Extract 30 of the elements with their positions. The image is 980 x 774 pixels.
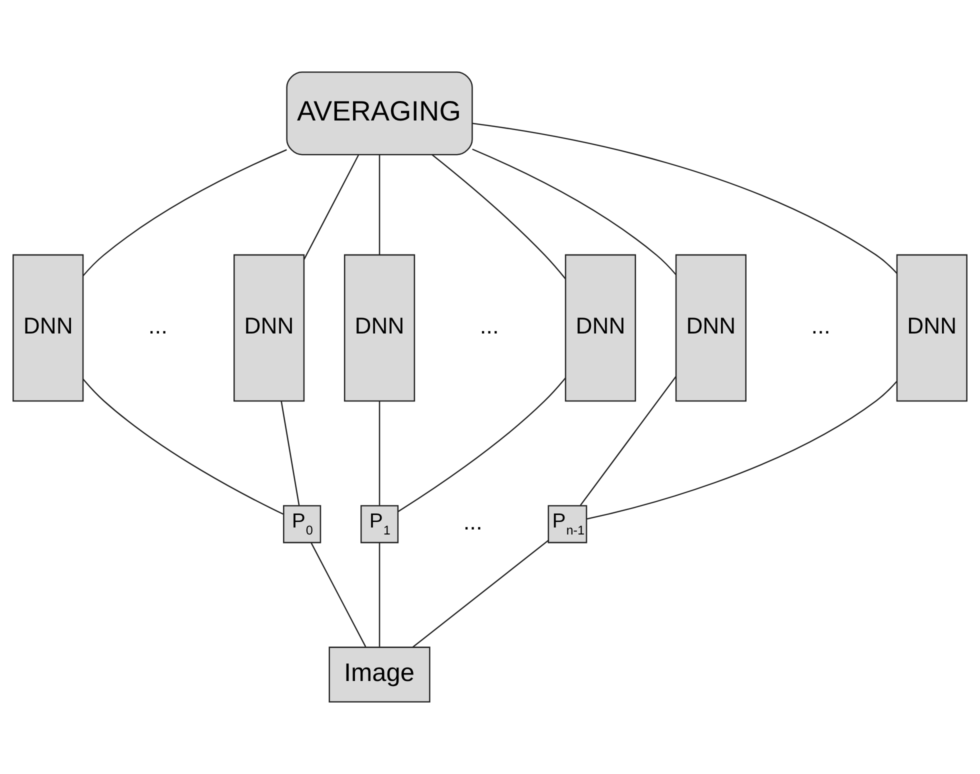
connector	[304, 154, 360, 260]
connector	[580, 376, 676, 506]
label: ...	[480, 312, 499, 339]
node-box: DNN	[234, 254, 305, 402]
connector	[432, 154, 566, 280]
connector	[280, 401, 300, 506]
connector	[472, 122, 898, 274]
node-box: P$_{1}$	[360, 505, 399, 544]
connector	[378, 542, 380, 647]
node-box: DNN	[12, 254, 84, 402]
node-box: P$_{0}$	[283, 505, 322, 544]
connector	[82, 149, 287, 276]
connector	[82, 378, 284, 515]
label: ...	[811, 312, 830, 339]
connector	[398, 377, 566, 512]
connector	[378, 155, 380, 255]
connector	[310, 542, 366, 648]
label: ...	[463, 508, 482, 535]
node-box: DNN	[344, 254, 416, 402]
connector	[412, 540, 549, 648]
node-box: P$_{n-1}$	[548, 505, 588, 544]
connector	[378, 401, 380, 506]
connector	[586, 380, 898, 520]
node-box: DNN	[675, 254, 746, 402]
connector	[472, 148, 676, 276]
node-box: Image	[328, 646, 430, 703]
node-box: AVERAGING	[286, 71, 473, 156]
node-box: DNN	[564, 254, 636, 402]
node-box: DNN	[896, 254, 968, 402]
label: ...	[148, 312, 168, 339]
